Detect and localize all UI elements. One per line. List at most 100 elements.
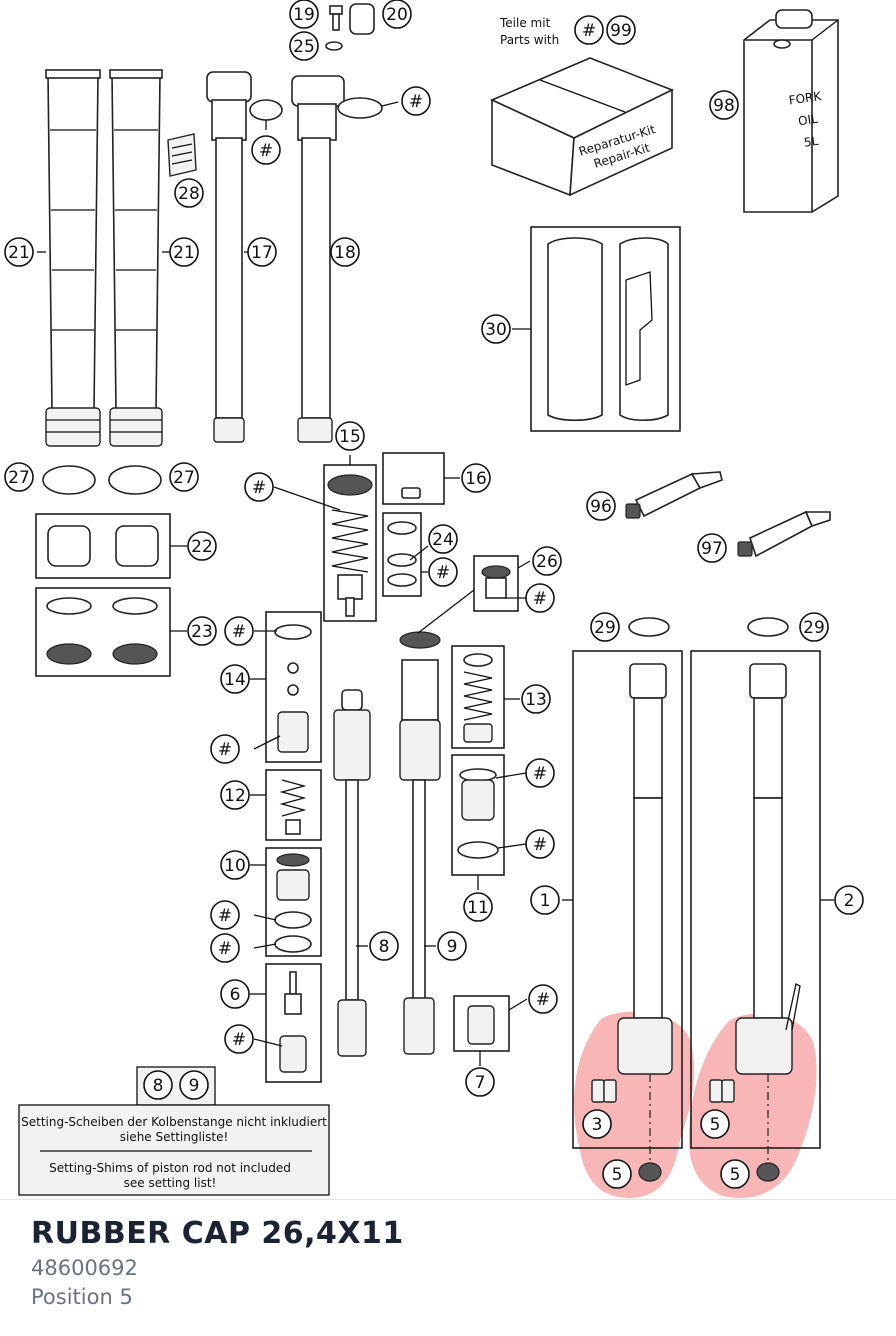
svg-text:10: 10 xyxy=(224,856,246,876)
callout-8[interactable]: 8 xyxy=(369,931,399,961)
svg-text:8: 8 xyxy=(153,1076,164,1096)
svg-text:#: # xyxy=(533,764,547,784)
part-name: RUBBER CAP 26,4X11 xyxy=(31,1216,404,1251)
callout-hash-oring-18[interactable]: # xyxy=(401,86,431,116)
decal-sticker[interactable] xyxy=(167,133,197,177)
callout-29-right[interactable]: 29 xyxy=(799,612,829,642)
fork-leg-right[interactable] xyxy=(735,663,801,1075)
callout-5-cap-left[interactable]: 5 xyxy=(602,1159,632,1189)
note-ref-9[interactable]: 9 xyxy=(179,1070,209,1100)
outer-tube-left[interactable] xyxy=(45,69,101,447)
svg-text:12: 12 xyxy=(224,786,246,806)
callout-97[interactable]: 97 xyxy=(697,533,727,563)
callout-hash-24[interactable]: # xyxy=(428,557,458,587)
callout-hash-11-top[interactable]: # xyxy=(525,758,555,788)
fork-oil-can[interactable]: FORK OIL 5L xyxy=(743,9,839,213)
svg-text:#: # xyxy=(232,1030,246,1050)
callout-hash-99[interactable]: # xyxy=(574,15,604,45)
svg-text:#: # xyxy=(536,990,550,1010)
callout-21-left[interactable]: 21 xyxy=(4,237,34,267)
callout-3[interactable]: 3 xyxy=(582,1109,612,1139)
callout-27-left[interactable]: 27 xyxy=(4,462,34,492)
callout-24[interactable]: 24 xyxy=(428,524,458,554)
part-detail-panel: RUBBER CAP 26,4X11 48600692 Position 5 xyxy=(0,1199,896,1336)
cartridge-tube-17[interactable] xyxy=(206,71,252,443)
callout-20[interactable]: 20 xyxy=(382,0,412,29)
callout-26[interactable]: 26 xyxy=(532,546,562,576)
callout-1[interactable]: 1 xyxy=(530,885,560,915)
callout-hash-26[interactable]: # xyxy=(525,583,555,613)
callout-5-bolts-right[interactable]: 5 xyxy=(700,1109,730,1139)
callout-hash-10-top[interactable]: # xyxy=(210,900,240,930)
note-ref-8[interactable]: 8 xyxy=(143,1070,173,1100)
svg-text:OIL: OIL xyxy=(797,112,819,129)
kit-label-en: Parts with xyxy=(500,33,559,47)
callout-96[interactable]: 96 xyxy=(586,491,616,521)
callout-22[interactable]: 22 xyxy=(187,531,217,561)
svg-text:16: 16 xyxy=(465,469,487,489)
svg-text:14: 14 xyxy=(224,670,246,690)
callout-hash-11-bottom[interactable]: # xyxy=(525,829,555,859)
callout-17[interactable]: 17 xyxy=(247,237,277,267)
callout-28[interactable]: 28 xyxy=(174,178,204,208)
callout-9[interactable]: 9 xyxy=(437,931,467,961)
svg-text:27: 27 xyxy=(8,468,30,488)
callout-15[interactable]: 15 xyxy=(335,421,365,451)
part-position: Position 5 xyxy=(31,1285,133,1309)
callout-30[interactable]: 30 xyxy=(481,314,511,344)
callout-hash-14-bottom[interactable]: # xyxy=(210,734,240,764)
callout-hash-6[interactable]: # xyxy=(224,1024,254,1054)
svg-text:24: 24 xyxy=(432,530,454,550)
svg-text:23: 23 xyxy=(191,622,213,642)
svg-text:#: # xyxy=(218,906,232,926)
note-de-line2: siehe Settingliste! xyxy=(120,1130,229,1144)
note-de-line1: Setting-Scheiben der Kolbenstange nicht … xyxy=(21,1115,327,1129)
svg-text:27: 27 xyxy=(173,468,195,488)
callout-10[interactable]: 10 xyxy=(220,850,250,880)
kit-label-de: Teile mit xyxy=(499,16,551,30)
callout-19[interactable]: 19 xyxy=(289,0,319,29)
callout-hash-14-top[interactable]: # xyxy=(224,616,254,646)
callout-13[interactable]: 13 xyxy=(521,684,551,714)
grease-tube-96[interactable] xyxy=(625,471,723,519)
callout-11[interactable]: 11 xyxy=(463,892,493,922)
outer-tube-right[interactable] xyxy=(109,69,163,447)
callout-25[interactable]: 25 xyxy=(289,31,319,61)
svg-text:11: 11 xyxy=(467,898,489,918)
callout-18[interactable]: 18 xyxy=(330,237,360,267)
piston-rod-8[interactable] xyxy=(333,689,371,1057)
callout-5-cap-right[interactable]: 5 xyxy=(720,1159,750,1189)
svg-text:26: 26 xyxy=(536,552,558,572)
callout-16[interactable]: 16 xyxy=(461,463,491,493)
fork-leg-left[interactable] xyxy=(617,663,673,1075)
callout-7[interactable]: 7 xyxy=(465,1067,495,1097)
callout-hash-10-bottom[interactable]: # xyxy=(210,933,240,963)
exploded-parts-diagram: Reparatur-Kit Repair-Kit Teile mit Parts… xyxy=(4,0,864,1198)
callout-hash-7[interactable]: # xyxy=(528,984,558,1014)
callout-27-right[interactable]: 27 xyxy=(169,462,199,492)
callout-hash-15[interactable]: # xyxy=(244,472,274,502)
callout-23[interactable]: 23 xyxy=(187,616,217,646)
callout-29-left[interactable]: 29 xyxy=(590,612,620,642)
cartridge-tube-18[interactable] xyxy=(291,75,345,443)
callout-14[interactable]: 14 xyxy=(220,664,250,694)
svg-text:98: 98 xyxy=(713,96,735,116)
svg-text:25: 25 xyxy=(293,37,315,57)
svg-text:97: 97 xyxy=(701,539,723,559)
svg-text:28: 28 xyxy=(178,184,200,204)
callout-12[interactable]: 12 xyxy=(220,780,250,810)
callout-98[interactable]: 98 xyxy=(709,90,739,120)
callout-99[interactable]: 99 xyxy=(606,15,636,45)
callout-6[interactable]: 6 xyxy=(220,979,250,1009)
svg-text:7: 7 xyxy=(475,1073,486,1093)
grease-tube-97[interactable] xyxy=(737,510,831,558)
callout-21-right[interactable]: 21 xyxy=(169,237,199,267)
repair-kit-box[interactable]: Reparatur-Kit Repair-Kit xyxy=(490,57,674,197)
callout-hash-oring-17[interactable]: # xyxy=(251,135,281,165)
svg-text:29: 29 xyxy=(803,618,825,638)
piston-rod-9[interactable] xyxy=(399,631,441,1055)
svg-text:#: # xyxy=(218,740,232,760)
callout-2[interactable]: 2 xyxy=(834,885,864,915)
svg-text:20: 20 xyxy=(386,5,408,25)
svg-text:#: # xyxy=(582,21,596,41)
